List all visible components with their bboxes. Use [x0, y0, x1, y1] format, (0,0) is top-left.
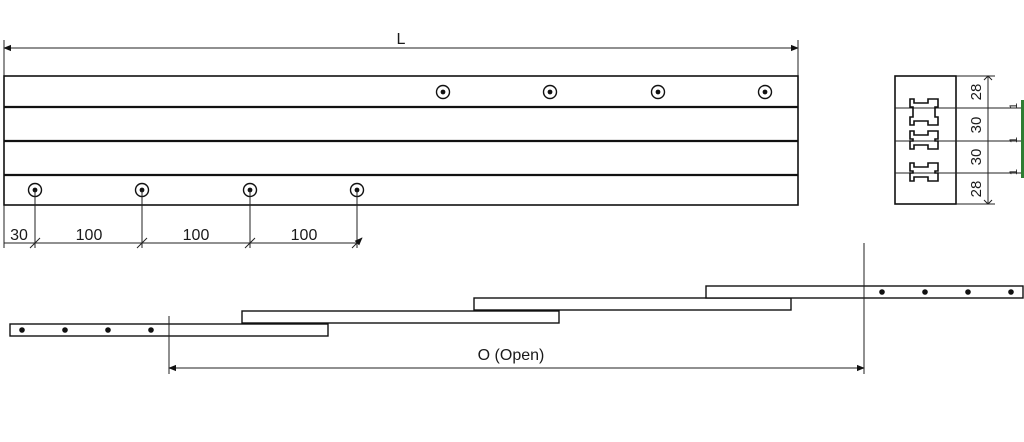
mounting-hole	[435, 84, 451, 100]
section-dim-2: 30	[968, 117, 985, 134]
cross-section-view: 28 30 30 28 1 1 1	[894, 75, 1024, 205]
mounting-hole	[542, 84, 558, 100]
section-dim-3: 30	[968, 149, 985, 166]
open-label: O (Open)	[478, 347, 545, 364]
extended-view: O (Open)	[9, 243, 1024, 374]
section-dim-1: 28	[968, 84, 985, 101]
section-dim-4: 28	[968, 181, 985, 198]
inner-rail-holes	[879, 289, 1014, 295]
slot-profile-3	[909, 162, 939, 182]
intermediate-rail-2	[473, 297, 792, 311]
section-outline	[894, 75, 957, 205]
pitch-label-1: 100	[76, 227, 103, 244]
front-view: L	[3, 31, 799, 249]
ball-slot-profiles	[909, 98, 939, 182]
mounting-hole	[650, 84, 666, 100]
slot-profile-1	[909, 98, 939, 126]
pitch-label-2: 100	[183, 227, 210, 244]
green-edge-marker	[1021, 100, 1024, 178]
pitch-label-3: 100	[291, 227, 318, 244]
length-label: L	[397, 31, 406, 48]
slot-profile-2	[909, 130, 939, 150]
gap-dim-2: 1	[1008, 137, 1020, 143]
hole-spacing-dimension: 30 100 100 100	[3, 190, 363, 249]
offset-label: 30	[10, 227, 28, 244]
gap-dim-3: 1	[1008, 169, 1020, 175]
gap-dim-1: 1	[1008, 103, 1020, 109]
top-mounting-holes	[435, 84, 773, 100]
outer-rail-holes	[19, 327, 154, 333]
bottom-mounting-holes	[27, 182, 365, 198]
intermediate-rail-1	[241, 310, 560, 324]
mounting-hole	[757, 84, 773, 100]
